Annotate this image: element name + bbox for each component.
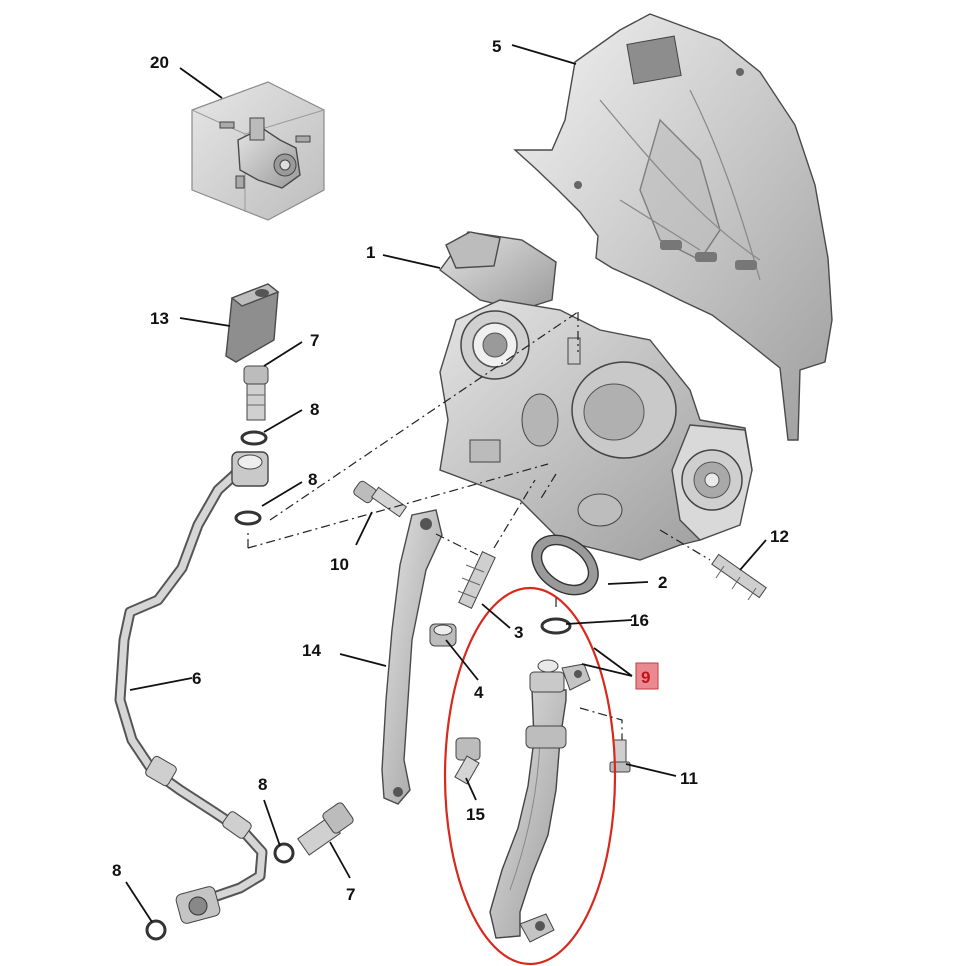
stud-part-3: [457, 551, 496, 609]
callout-1: 1: [366, 243, 375, 262]
assembly-lines: [247, 311, 711, 740]
callout-4: 4: [474, 683, 484, 702]
washer-part-8-middle: [234, 510, 262, 526]
callout-13: 13: [150, 309, 169, 328]
bolt-part-10: [353, 480, 408, 518]
gasket-part-2: [531, 534, 599, 596]
banjo-bolt-part-7-upper: [243, 365, 269, 421]
callout-12: 12: [770, 527, 789, 546]
callout-8-middle: 8: [308, 470, 317, 489]
highlight-ellipse-part-9: [443, 586, 617, 966]
oil-feed-pipe-part-6: [114, 451, 269, 924]
callout-8-upper: 8: [310, 400, 319, 419]
callout-14: 14: [302, 641, 321, 660]
callout-20: 20: [150, 53, 169, 72]
callout-8-lower-right: 8: [258, 775, 267, 794]
callout-9: 9: [641, 668, 650, 687]
heat-shield-part-5: [513, 13, 833, 441]
callout-3: 3: [514, 623, 523, 642]
bracket-part-13: [225, 283, 280, 363]
callout-10: 10: [330, 555, 349, 574]
leader-lines: [125, 44, 767, 923]
turbocharger-part-1: [439, 231, 753, 561]
boxed-component-part-20: [191, 81, 325, 221]
washer-part-8-lower-right: [273, 842, 295, 864]
callout-16: 16: [630, 611, 649, 630]
highlight-badge-9: [635, 662, 659, 690]
callout-7-lower: 7: [346, 885, 355, 904]
callout-7-upper: 7: [310, 331, 319, 350]
callout-2: 2: [658, 573, 667, 592]
callout-6: 6: [192, 669, 201, 688]
callout-8-lower-left: 8: [112, 861, 121, 880]
bolt-part-15: [454, 737, 481, 785]
callout-11: 11: [680, 769, 698, 788]
stud-part-12: [711, 553, 767, 601]
callout-5: 5: [492, 37, 501, 56]
oil-return-pipe-part-9: [489, 659, 591, 943]
washer-part-8-upper: [240, 430, 268, 446]
support-bracket-part-14: [381, 509, 443, 805]
banjo-bolt-part-7-lower: [297, 802, 354, 856]
callout-15: 15: [466, 805, 485, 824]
callout-labels: 20 5 1 13 7 8 8 10 6 14 3 4 2 16 9 12 11…: [112, 37, 789, 904]
nut-part-4: [429, 623, 457, 647]
washer-part-8-lower-left: [145, 919, 167, 941]
o-ring-part-16: [540, 617, 572, 635]
